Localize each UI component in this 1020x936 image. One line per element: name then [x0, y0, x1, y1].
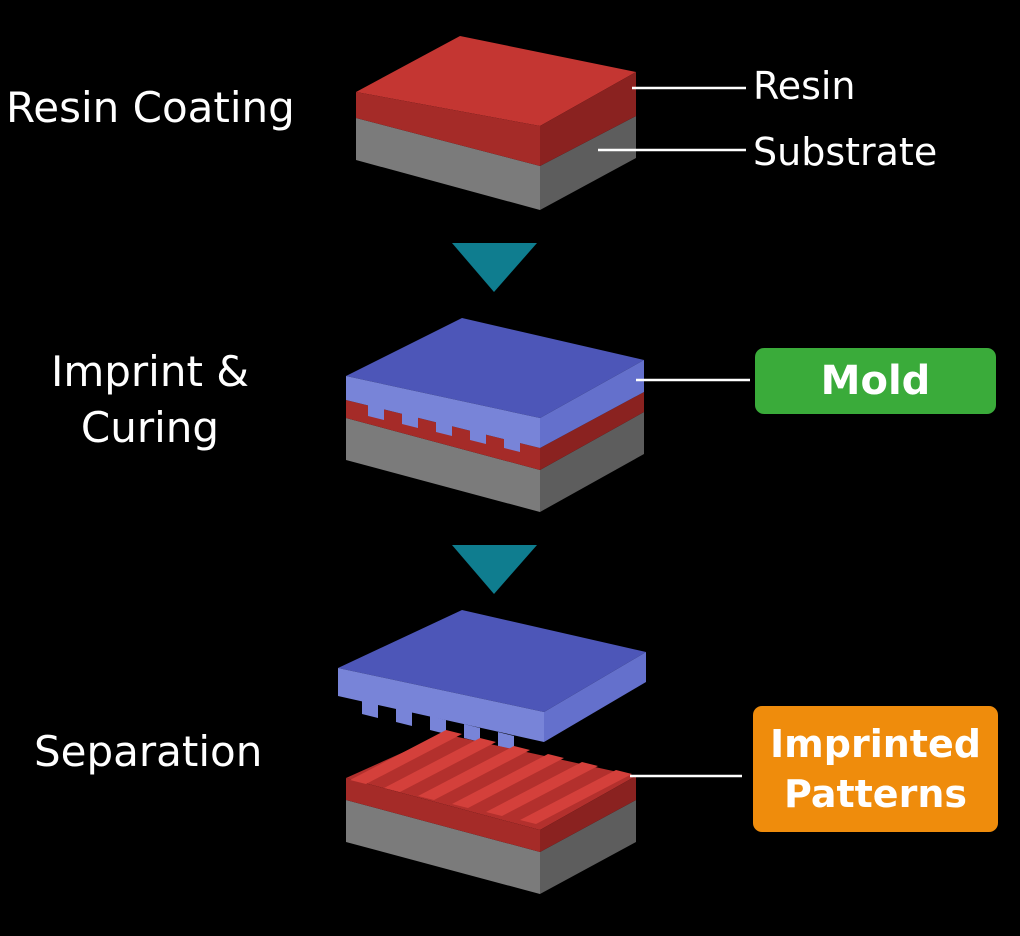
mold-tooth [498, 732, 514, 750]
mold-tooth [464, 724, 480, 742]
mold-tooth [436, 420, 452, 436]
resin-front [346, 778, 540, 852]
imprinted-patterns-badge: Imprinted Patterns [753, 706, 998, 832]
mold-tooth [470, 428, 486, 444]
resin-right [540, 776, 636, 852]
mold-front [338, 668, 544, 742]
mold-tooth [402, 412, 418, 428]
step-label-separation: Separation [34, 727, 263, 776]
substrate-right [540, 800, 636, 894]
mold-tooth [430, 716, 446, 734]
substrate-right [540, 412, 644, 512]
substrate-right [540, 116, 636, 210]
mold-badge-label: Mold [820, 358, 931, 404]
mold-tooth [362, 700, 378, 718]
imprint-curing-block [346, 318, 644, 512]
substrate-front [346, 418, 540, 512]
imprinted-badge-line: Patterns [784, 772, 967, 816]
resin-ridge [452, 754, 564, 808]
mold-right [544, 652, 646, 742]
substrate-callout: Substrate [753, 130, 938, 174]
mold-tooth [504, 436, 520, 452]
down-arrow-icon [452, 545, 537, 594]
substrate-front [356, 118, 540, 210]
resin-coating-block [356, 36, 636, 210]
resin-right [540, 72, 636, 166]
resin-ridge [486, 762, 598, 816]
mold-top [346, 318, 644, 418]
mold-right [540, 360, 644, 448]
imprinted-badge-line: Imprinted [770, 722, 981, 766]
resin-ridge [384, 738, 496, 792]
resin-ridge [350, 730, 462, 784]
step-label-resin-coating: Resin Coating [6, 83, 295, 132]
step-label-line: Imprint & [50, 347, 250, 396]
substrate-front [346, 800, 540, 894]
mold-tooth [396, 708, 412, 726]
mold-badge: Mold [755, 348, 996, 414]
patterned-resin-block [346, 730, 636, 894]
resin-ridge [418, 746, 530, 800]
step-label-line: Curing [80, 403, 220, 452]
resin-front [346, 400, 540, 470]
resin-top [356, 36, 636, 126]
resin-right [540, 392, 644, 470]
resin-ridge [520, 770, 632, 824]
resin-callout: Resin [753, 64, 856, 108]
mold-front [346, 376, 540, 448]
mold-top [338, 610, 646, 712]
down-arrow-icon [452, 243, 537, 292]
resin-front [356, 92, 540, 166]
mold-tooth [368, 404, 384, 420]
separated-mold [338, 610, 646, 750]
step-label-imprint-curing: Imprint & Curing [40, 344, 260, 456]
